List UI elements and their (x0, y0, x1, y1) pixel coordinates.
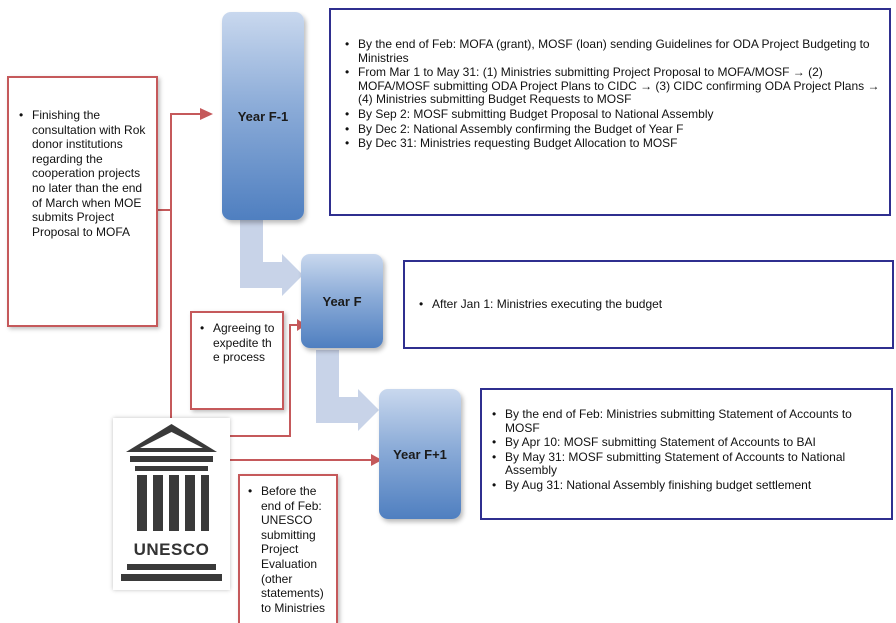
list-item: By Apr 10: MOSF submitting Statement of … (490, 436, 883, 450)
arrowhead-year-f1 (371, 454, 382, 466)
flow-arrow-f-to-f1 (316, 350, 379, 431)
evaluation-note-text: Before the end of Feb: UNESCO submitting… (246, 484, 332, 615)
connector-consult-to-year-f-1 (170, 113, 200, 418)
list-item: By May 31: MOSF submitting Statement of … (490, 450, 883, 478)
consultation-note: Finishing the consultation with Rok dono… (7, 76, 158, 327)
year-f-plus-1-label: Year F+1 (393, 446, 447, 462)
list-item: From Mar 1 to May 31: (1) Ministries sub… (343, 65, 881, 107)
list-item: By Sep 2: MOSF submitting Budget Proposa… (343, 107, 881, 122)
evaluation-note: Before the end of Feb: UNESCO submitting… (238, 474, 338, 623)
year-f-list: After Jan 1: Ministries executing the bu… (417, 297, 884, 312)
list-item: After Jan 1: Ministries executing the bu… (417, 297, 884, 312)
agreeing-note: Agreeing to expedite the process (190, 311, 284, 410)
arrowhead-year-f-1 (200, 108, 213, 120)
list-item: By the end of Feb: MOFA (grant), MOSF (l… (343, 37, 881, 65)
list-item: By Aug 31: National Assembly finishing b… (490, 478, 883, 493)
year-f-plus-1-list: By the end of Feb: Ministries submitting… (490, 407, 883, 493)
year-f-box: Year F (301, 254, 383, 348)
list-item: By Dec 2: National Assembly confirming t… (343, 122, 881, 137)
temple-icon (126, 424, 217, 531)
year-f-minus-1-list: By the end of Feb: MOFA (grant), MOSF (l… (343, 37, 881, 151)
list-item: By the end of Feb: Ministries submitting… (490, 407, 883, 435)
unesco-logo: UNESCO (113, 418, 230, 590)
year-f-details: After Jan 1: Ministries executing the bu… (403, 260, 894, 349)
flow-arrow-f-1-to-f (240, 218, 303, 296)
connector-logo-to-year-f (230, 324, 298, 437)
year-f-minus-1-details: By the end of Feb: MOFA (grant), MOSF (l… (329, 8, 891, 216)
year-f-minus-1-box: Year F-1 (222, 12, 304, 220)
temple-base-icon (121, 564, 222, 581)
consultation-note-text: Finishing the consultation with Rok dono… (17, 108, 150, 239)
unesco-logo-text: UNESCO (133, 540, 210, 559)
year-f-label: Year F (322, 293, 362, 309)
year-f-plus-1-box: Year F+1 (379, 389, 461, 519)
year-f-plus-1-details: By the end of Feb: Ministries submitting… (480, 388, 893, 520)
list-item: By Dec 31: Ministries requesting Budget … (343, 137, 881, 151)
agreeing-note-text: Agreeing to expedite the process (198, 321, 278, 365)
year-f-minus-1-label: Year F-1 (237, 108, 289, 124)
